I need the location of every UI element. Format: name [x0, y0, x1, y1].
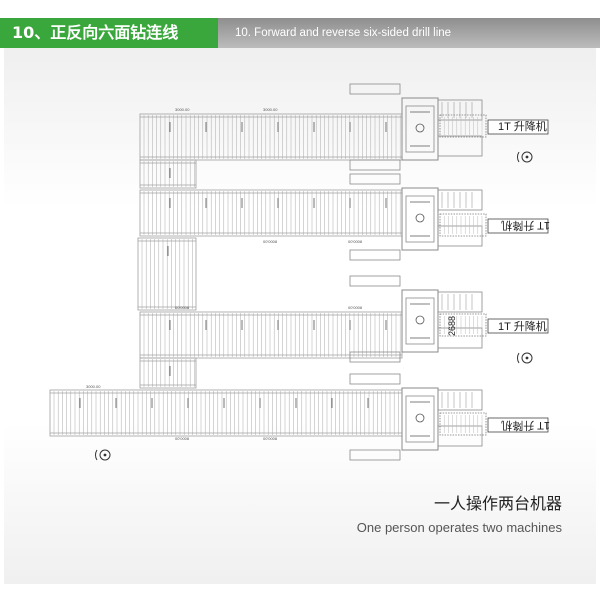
header-bar: 10、正反向六面钻连线 10. Forward and reverse six-… — [0, 18, 600, 48]
lift-4 — [439, 412, 487, 436]
dim-label-4c: 00'0008 — [263, 436, 278, 441]
dim-label-4a: 3000.00 — [86, 384, 101, 389]
lift-label-4: 1T 升降机 — [501, 419, 550, 433]
transfer-3-4 — [139, 357, 197, 389]
lift-label-2: 1T 升降机 — [501, 219, 550, 233]
dim-label-1b: 3000.00 — [263, 107, 278, 112]
dim-label-4b: 00'0008 — [175, 436, 190, 441]
title-cn: 10、正反向六面钻连线 — [0, 18, 218, 48]
transfer-1-2 — [139, 159, 197, 189]
title-en: 10. Forward and reverse six-sided drill … — [235, 27, 452, 39]
drill-machine-4 — [401, 387, 439, 451]
drill-machine-3 — [401, 289, 439, 353]
transfer-2-3 — [137, 237, 197, 311]
dim-label-1a: 3000.00 — [175, 107, 190, 112]
rotation-icon-3 — [99, 449, 111, 461]
drill-machine-2 — [401, 187, 439, 251]
tagline-en: One person operates two machines — [356, 520, 562, 535]
rotation-icon-2 — [521, 352, 533, 364]
tagline-cn: 一人操作两台机器 — [433, 494, 562, 513]
lift-label-1: 1T 升降机 — [498, 119, 547, 133]
lift-label-3: 1T 升降机 — [498, 319, 547, 333]
rotation-icon-1 — [521, 151, 533, 163]
dim-label-2b: 00'0008 — [348, 239, 363, 244]
drill-machine-1 — [401, 97, 439, 161]
lift-3 — [439, 313, 487, 337]
dim-label-3a: 00'0008 — [175, 305, 190, 310]
machine-group — [349, 83, 549, 461]
dim-label-2a: 00'0008 — [263, 239, 278, 244]
dim-label-3b: 00'0008 — [348, 305, 363, 310]
conveyor-line-3 — [139, 311, 403, 359]
lift-1 — [439, 114, 487, 138]
lift-2 — [439, 213, 487, 237]
side-dimension: 2688 — [447, 316, 457, 336]
conveyor-line-1 — [139, 113, 403, 161]
label-group — [95, 151, 533, 461]
conveyor-line-2 — [139, 189, 403, 237]
conveyor-group — [49, 113, 403, 437]
